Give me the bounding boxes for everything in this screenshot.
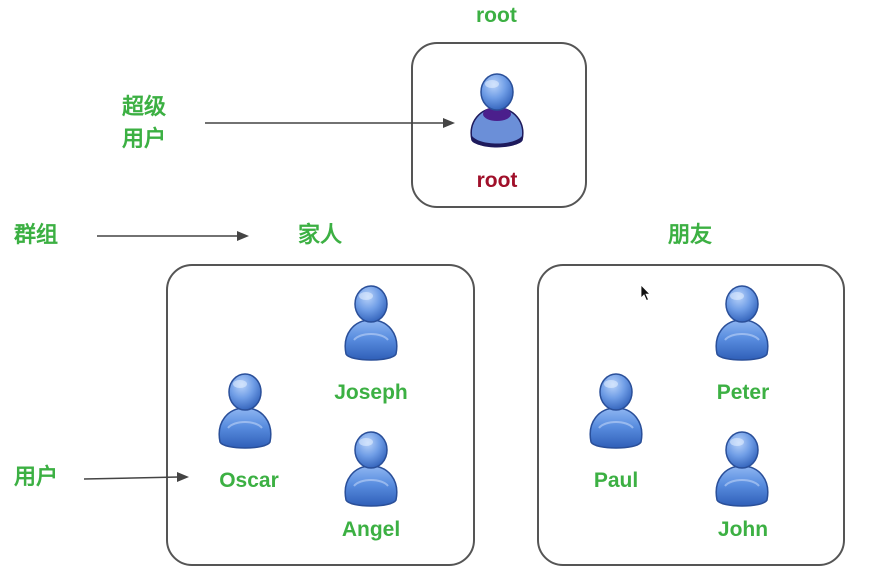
user-icon [711,282,773,364]
arrow-right-icon [83,472,189,482]
user-icon [214,370,276,452]
user-name-oscar: Oscar [219,469,279,492]
user-icon [340,282,402,364]
user-icon [711,428,773,510]
arrow-right-icon [97,231,249,241]
user-name-paul: Paul [593,469,639,492]
group-box-family [166,264,475,566]
user-icon [340,428,402,510]
user-label: 用户 [14,465,59,490]
group-title-friends: 朋友 [668,223,713,248]
group-box-friends [537,264,845,566]
superuser-icon [466,66,528,156]
user-name-angel: Angel [341,518,401,541]
user-name-john: John [717,518,769,541]
user-icon [585,370,647,452]
group-title-family: 家人 [298,223,343,248]
root-title: root [476,4,517,27]
mouse-cursor-icon [640,284,651,302]
user-name-joseph: Joseph [334,381,408,404]
arrow-right-icon [205,118,455,128]
superuser-label-line2: 用户 [122,127,167,152]
superuser-label-line1: 超级 [122,95,167,120]
root-user-name: root [476,169,518,192]
user-name-peter: Peter [716,381,770,404]
group-label: 群组 [14,223,59,248]
